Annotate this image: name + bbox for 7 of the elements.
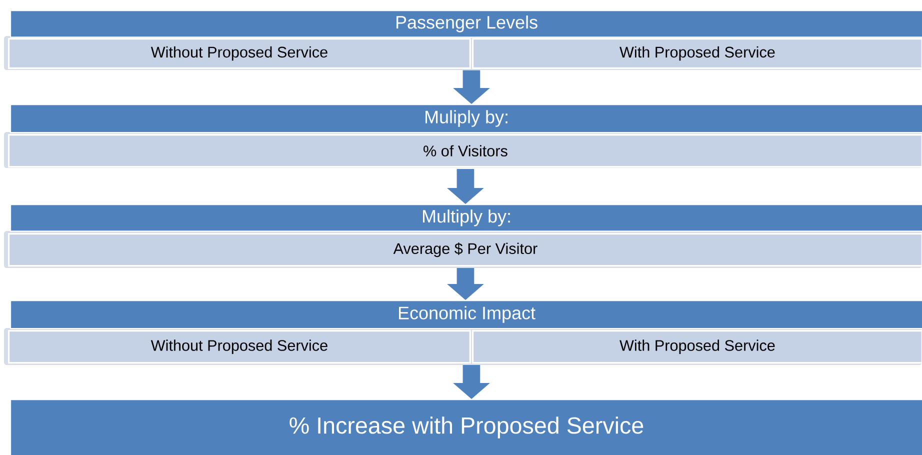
sub-box: With Proposed Service — [472, 330, 922, 364]
sub-box: With Proposed Service — [472, 38, 922, 69]
sub-box: Average $ Per Visitor — [8, 233, 922, 267]
sub-box: Without Proposed Service — [8, 330, 471, 364]
sub-box: Without Proposed Service — [8, 38, 471, 69]
sub-box: % of Visitors — [8, 134, 922, 168]
header-band: Passenger Levels — [10, 10, 922, 38]
